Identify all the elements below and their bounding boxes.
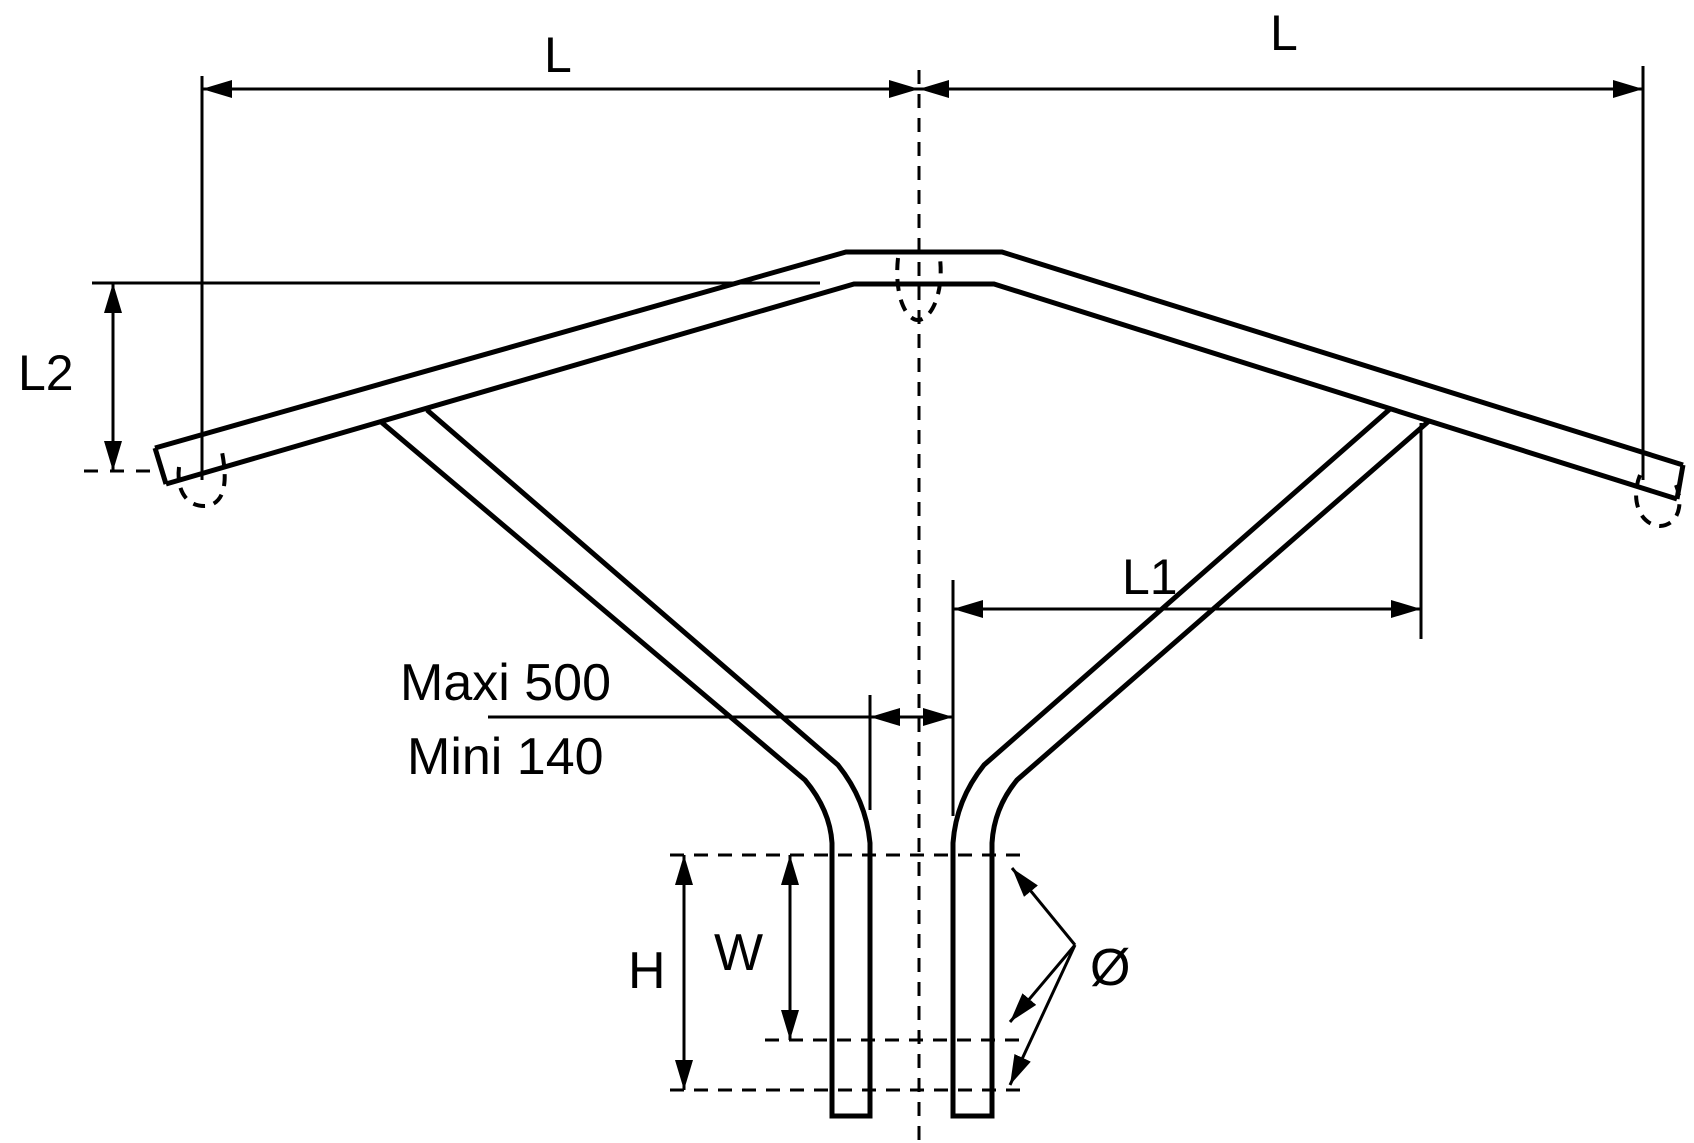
dimension-W: W [714,855,799,1040]
dimension-L2: L2 [18,281,820,473]
label-gap-mini: Mini 140 [407,728,604,786]
hidden-holes [176,257,1682,529]
dimension-L1: L1 [951,423,1423,816]
label-L1: L1 [1122,549,1178,605]
right-leg [950,407,1431,1119]
label-H: H [628,942,666,1000]
dimension-L-right: L [919,5,1645,480]
label-W: W [714,924,763,982]
label-gap-maxi: Maxi 500 [400,654,611,712]
dimension-diameter: Ø [1008,867,1130,1086]
label-L-left: L [544,27,572,83]
dimension-gap: Maxi 500 Mini 140 [400,654,953,810]
dimension-guides [670,853,1020,1092]
left-leg [378,408,873,1119]
label-diameter: Ø [1090,939,1130,997]
label-L2: L2 [18,345,74,401]
label-L-right: L [1270,5,1298,61]
dimension-H: H [628,855,693,1090]
dimension-L-left: L [200,27,919,480]
